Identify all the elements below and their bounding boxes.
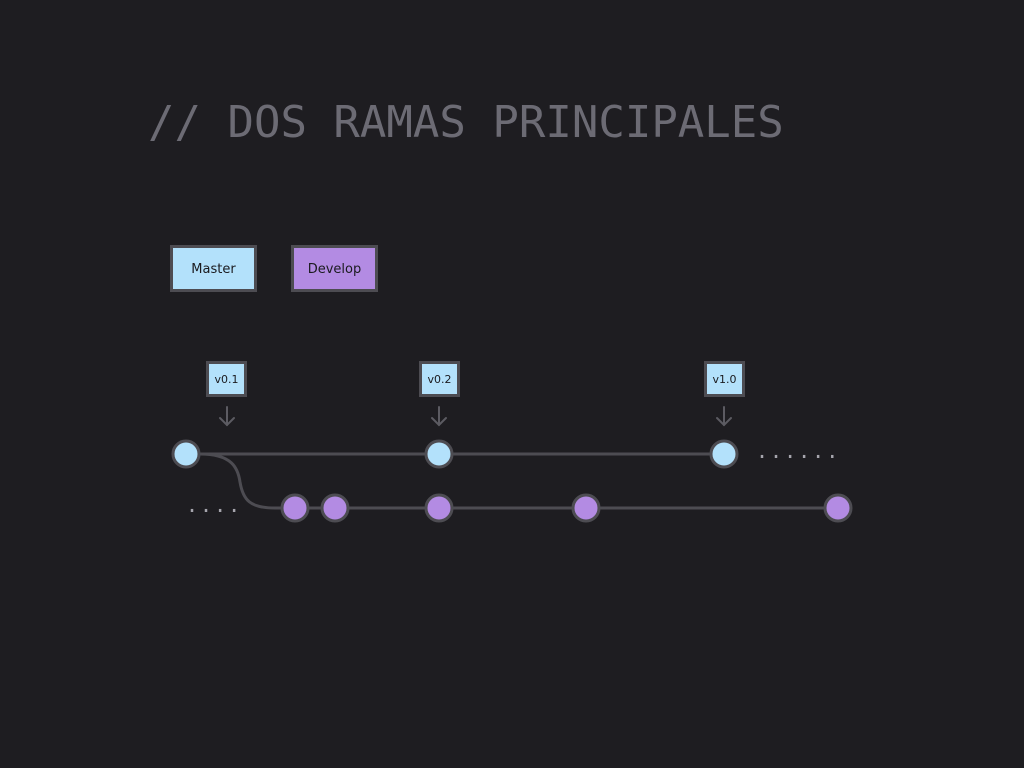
legend-master-swatch: [170, 245, 257, 292]
develop-commits: [280, 493, 853, 523]
arrow-down-icon: [219, 406, 235, 427]
version-tag-v0-2: v0.2: [419, 361, 460, 427]
page-title: // DOS RAMAS PRINCIPALES: [148, 97, 784, 148]
master-commit: [171, 439, 201, 469]
legend-master: Master: [170, 245, 257, 292]
arrow-down-icon: [716, 406, 732, 427]
legend-master-label: Master: [191, 262, 236, 277]
legend-develop: Develop: [291, 245, 378, 292]
branch-off-curve: [199, 452, 295, 510]
develop-commit: [320, 493, 350, 523]
version-tag-box: [704, 361, 745, 397]
develop-continuation-dots: ....: [186, 493, 242, 517]
branch-lines: [186, 452, 838, 510]
master-commit: [709, 439, 739, 469]
legend-develop-label: Develop: [308, 262, 362, 277]
legend-develop-swatch: [291, 245, 378, 292]
legend: Master Develop: [170, 245, 378, 292]
master-commits: [171, 439, 739, 469]
develop-commit: [280, 493, 310, 523]
version-tag-box: [206, 361, 247, 397]
develop-commit: [823, 493, 853, 523]
arrow-down-icon: [431, 406, 447, 427]
version-tag-label: v0.1: [214, 373, 238, 386]
version-tag-label: v0.2: [427, 373, 451, 386]
version-tags: v0.1 v0.2 v1.0: [206, 361, 745, 427]
master-commit: [424, 439, 454, 469]
version-tag-v1-0: v1.0: [704, 361, 745, 427]
develop-commit: [424, 493, 454, 523]
master-continuation-dots: ......: [756, 439, 840, 463]
version-tag-label: v1.0: [712, 373, 736, 386]
version-tag-box: [419, 361, 460, 397]
version-tag-v0-1: v0.1: [206, 361, 247, 427]
develop-commit: [571, 493, 601, 523]
